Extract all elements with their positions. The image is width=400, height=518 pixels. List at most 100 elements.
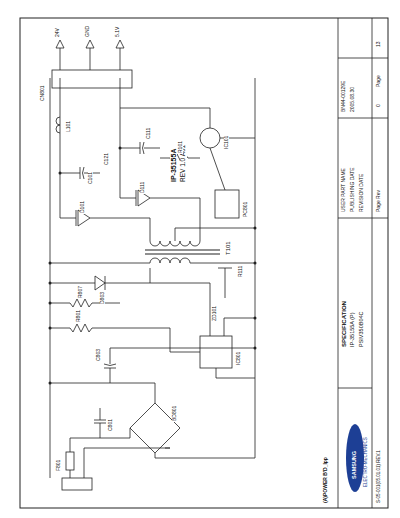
schematic-stroke	[49, 382, 52, 385]
title-block-text: S-05-001(05.01.01) REV.1	[377, 449, 382, 504]
schematic-stroke	[338, 58, 388, 59]
title-block-text: (A)POWER B'D_Ipp	[323, 456, 328, 504]
part-label: D101	[80, 200, 85, 214]
schematic-stroke	[70, 470, 71, 478]
title-block-text: 0	[376, 103, 381, 108]
part-label: 5.1V	[115, 26, 120, 38]
schematic-stroke	[255, 78, 256, 458]
part-label: R801	[76, 309, 81, 323]
schematic-stroke	[119, 147, 122, 150]
schematic-stroke	[62, 478, 92, 490]
schematic-stroke	[110, 368, 111, 383]
schematic-stroke	[150, 268, 151, 283]
part-label: R807	[78, 285, 83, 299]
title-block-text: SPECIFICATION	[341, 300, 347, 348]
schematic-stroke	[338, 388, 372, 389]
title-block-text: Page Rev	[376, 189, 381, 213]
title-block-text: 2005.08.30	[350, 86, 355, 113]
part-label: C121	[104, 152, 109, 166]
schematic-stroke	[155, 453, 255, 458]
schematic-stroke	[120, 48, 121, 70]
part-label: GND	[85, 25, 90, 38]
schematic-stroke	[224, 318, 255, 336]
schematic-stroke	[49, 302, 52, 305]
schematic-stroke	[210, 148, 225, 190]
schematic-stroke	[190, 263, 215, 264]
schematic-stroke	[50, 283, 95, 284]
schematic-stroke	[175, 228, 255, 241]
part-label: PC801	[243, 201, 248, 218]
schematic-stroke	[50, 383, 155, 403]
schematic-stroke	[110, 348, 255, 364]
part-label: 24V	[55, 27, 60, 38]
schematic-stroke	[338, 18, 339, 508]
part-label: IC801	[236, 351, 241, 366]
schematic-stroke	[60, 173, 80, 174]
schematic-stroke	[49, 147, 257, 385]
schematic-stroke	[49, 327, 52, 330]
schematic-stroke	[70, 438, 130, 452]
schematic-stroke	[60, 48, 61, 70]
schematic-stroke	[215, 263, 255, 264]
title-block-text: PSIV350B04C	[359, 311, 365, 348]
schematic-stroke	[50, 78, 51, 478]
schematic-stroke	[200, 128, 220, 148]
schematic-stroke	[94, 423, 106, 424]
schematic-stroke	[216, 368, 255, 378]
title-block-text: 13	[376, 40, 381, 48]
schematic-stroke	[56, 40, 64, 48]
schematic-stroke	[59, 172, 62, 175]
schematic-stroke	[83, 167, 85, 179]
schematic-stroke	[338, 218, 388, 219]
schematic-stroke	[120, 108, 210, 128]
schematic-stroke	[225, 268, 226, 298]
part-label: L101	[66, 120, 71, 133]
schematic-stroke	[60, 78, 76, 218]
schematic-stroke	[50, 324, 120, 332]
schematic-stroke	[104, 364, 116, 366]
title-block-text: BN44-00129E	[341, 80, 346, 113]
part-label: T101	[225, 240, 231, 256]
part-label: D803	[100, 291, 105, 305]
part-label: CN801	[40, 84, 45, 102]
part-label: C803	[96, 348, 101, 362]
schematic-stroke	[86, 40, 94, 48]
title-block-text: REVISION DATE	[359, 173, 364, 213]
schematic-stroke	[150, 258, 190, 263]
schematic-stroke	[254, 262, 257, 265]
part-label: D111	[140, 181, 145, 194]
schematic-stroke	[200, 336, 232, 368]
schematic-stroke	[338, 118, 388, 119]
part-label: IC101	[224, 135, 229, 150]
part-label: C101	[88, 171, 93, 185]
schematic-stroke	[218, 268, 232, 269]
schematic-stroke	[95, 276, 105, 290]
schematic-stroke	[254, 347, 257, 350]
schematic-stroke	[120, 78, 136, 198]
title-block-text: ELECTRO-MECHANICS	[364, 436, 369, 488]
part-label: F801	[56, 459, 61, 472]
title-block-text: PUBLISHING DATE	[350, 166, 355, 213]
schematic-stroke	[372, 18, 373, 508]
schematic-stroke	[165, 448, 170, 449]
title-block-text: SAMSUNG	[352, 450, 358, 480]
schematic-stroke	[84, 448, 170, 478]
schematic-stroke	[145, 249, 220, 250]
schematic-stroke	[50, 299, 120, 307]
part-label: ZD101	[212, 305, 217, 322]
schematic-stroke	[120, 148, 140, 149]
schematic-stroke	[66, 452, 74, 470]
schematic-stroke	[100, 408, 101, 420]
schematic-stroke	[49, 262, 52, 265]
schematic-stroke	[105, 283, 150, 284]
schematic-stroke	[116, 40, 124, 48]
part-label: R101	[178, 140, 183, 154]
schematic-stroke	[90, 48, 91, 70]
part-label: C801	[108, 418, 113, 432]
schematic-stroke	[80, 167, 81, 179]
schematic-stroke	[144, 148, 160, 149]
schematic-stroke	[20, 18, 388, 508]
part-label: BD801	[172, 405, 177, 422]
